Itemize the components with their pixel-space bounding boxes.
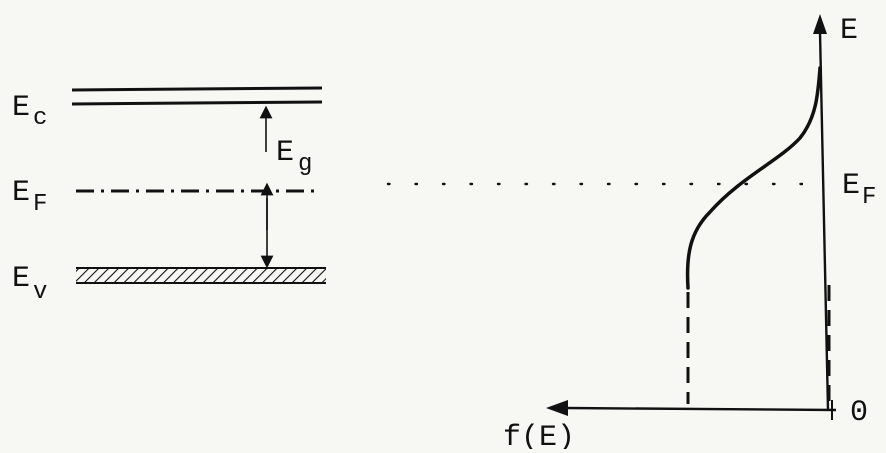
conduction-band — [71, 86, 323, 106]
energy-axis-label: E — [840, 14, 858, 48]
band-gap-subscript: g — [298, 151, 312, 178]
fermi-level-label: E — [12, 176, 30, 210]
valence-band-label: E — [12, 262, 30, 296]
energy-axis — [818, 31, 830, 411]
conduction-band-lower-line — [71, 100, 323, 106]
valence-band-hatch — [76, 268, 326, 283]
conduction-band-subscript: c — [33, 105, 47, 132]
fermi-level-subscript: F — [33, 191, 47, 218]
band-gap-label: E — [276, 136, 294, 170]
right-fermi-label: E — [842, 169, 860, 203]
fE-axis — [565, 406, 837, 412]
right-fermi-subscript: F — [862, 184, 876, 211]
fE-axis-arrowhead — [546, 400, 568, 416]
origin-label: 0 — [850, 396, 868, 430]
valence-band — [76, 267, 326, 284]
fermi-dirac-curve — [685, 66, 822, 290]
energy-axis-arrowhead — [813, 14, 827, 34]
fE-axis-label: f(E) — [503, 421, 575, 449]
conduction-band-upper-line — [71, 86, 323, 92]
conduction-band-label: E — [12, 91, 30, 125]
valence-band-subscript: v — [33, 279, 47, 306]
